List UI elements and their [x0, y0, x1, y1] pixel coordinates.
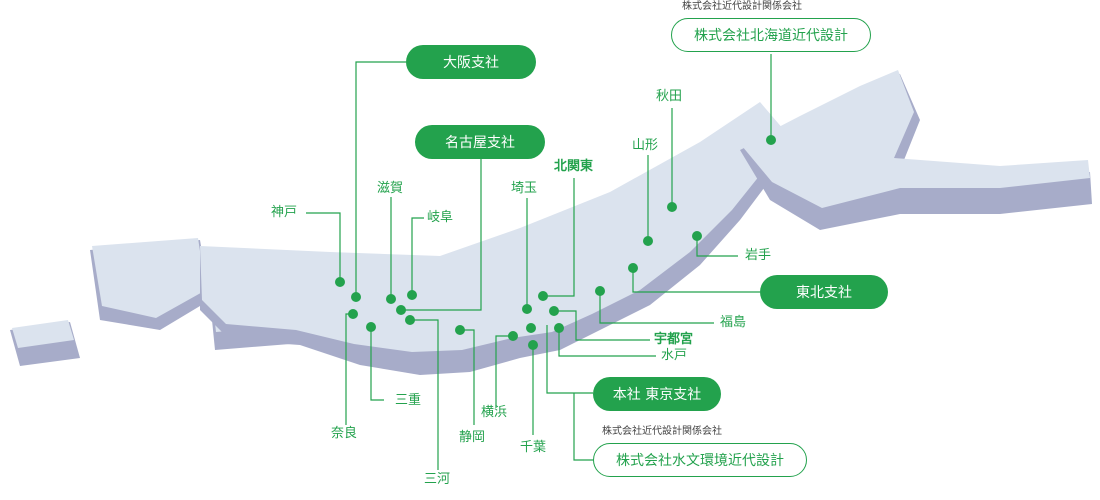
- label-nara: 奈良: [331, 426, 358, 441]
- dot-osaka: [351, 292, 361, 302]
- label-shizuoka: 静岡: [459, 430, 486, 445]
- line-mie: [370, 327, 384, 401]
- label-kitakanto: 北関東: [554, 159, 594, 174]
- dot-nara: [348, 309, 358, 319]
- label-iwate: 岩手: [745, 248, 772, 263]
- label-shiga: 滋賀: [377, 181, 404, 196]
- line-mikawa: [410, 319, 439, 470]
- label-fukushima: 福島: [720, 315, 747, 330]
- label-mikawa: 三河: [424, 472, 451, 487]
- japan-landmass: [10, 70, 1092, 375]
- line-kobe: [306, 212, 341, 282]
- label-akita: 秋田: [656, 89, 683, 104]
- line-suimon: [573, 393, 593, 461]
- line-utsunomiya: [554, 310, 650, 341]
- label-mito: 水戸: [661, 348, 688, 363]
- label-saitama: 埼玉: [511, 181, 538, 196]
- island-west-top: [12, 320, 74, 348]
- dot-shiga: [386, 294, 396, 304]
- dot-akita: [667, 202, 677, 212]
- hokkaido-affiliate-badge[interactable]: 株式会社北海道近代設計: [671, 18, 871, 52]
- dot-yamagata: [643, 236, 653, 246]
- honshu-top: [200, 102, 784, 352]
- dot-saitama: [522, 304, 532, 314]
- kyushu-top: [92, 238, 206, 318]
- suimon-affiliate-badge[interactable]: 株式会社水文環境近代設計: [593, 443, 807, 477]
- dot-hokkaido: [766, 135, 776, 145]
- label-utsunomiya: 宇都宮: [654, 332, 694, 347]
- label-kobe: 神戸: [271, 205, 298, 220]
- label-yamagata: 山形: [632, 138, 659, 153]
- label-yokohama: 横浜: [481, 405, 508, 420]
- hokkaido-affiliate-caption: 株式会社近代設計関係会社: [682, 1, 802, 12]
- line-mito: [558, 328, 656, 357]
- line-gifu: [411, 217, 424, 295]
- suimon-affiliate-caption: 株式会社近代設計関係会社: [602, 426, 722, 437]
- dot-mie: [366, 322, 376, 332]
- hokkaido-top: [742, 70, 1090, 208]
- dot-fukushima: [595, 286, 605, 296]
- dot-shizuoka: [455, 325, 465, 335]
- label-gifu: 岐阜: [427, 210, 454, 225]
- dot-kobe: [335, 277, 345, 287]
- line-fukushima: [599, 291, 714, 324]
- line-tokyo-hq: [546, 325, 593, 394]
- leader-lines: [306, 54, 772, 470]
- line-osaka: [355, 61, 406, 297]
- dot-kitakanto: [538, 291, 548, 301]
- dot-utsunomiya: [549, 306, 559, 316]
- tokyo-hq-badge[interactable]: 本社 東京支社: [593, 377, 721, 411]
- dot-mito: [554, 323, 564, 333]
- label-chiba: 千葉: [520, 440, 547, 455]
- line-tohoku: [632, 268, 760, 293]
- dot-yokohama: [508, 331, 518, 341]
- dot-nagoya: [396, 305, 406, 315]
- line-yokohama: [495, 335, 513, 408]
- tohoku-branch-badge[interactable]: 東北支社: [760, 275, 888, 309]
- dot-iwate: [692, 231, 702, 241]
- dot-gifu: [407, 290, 417, 300]
- line-kitakanto: [543, 178, 575, 297]
- location-dots: [335, 135, 776, 350]
- dot-tohoku: [628, 263, 638, 273]
- nagoya-branch-badge[interactable]: 名古屋支社: [415, 125, 545, 159]
- dot-tokyo: [526, 323, 536, 333]
- label-mie: 三重: [395, 393, 422, 408]
- osaka-branch-badge[interactable]: 大阪支社: [406, 45, 536, 79]
- dot-chiba: [528, 340, 538, 350]
- dot-mikawa: [405, 315, 415, 325]
- line-iwate: [696, 236, 738, 257]
